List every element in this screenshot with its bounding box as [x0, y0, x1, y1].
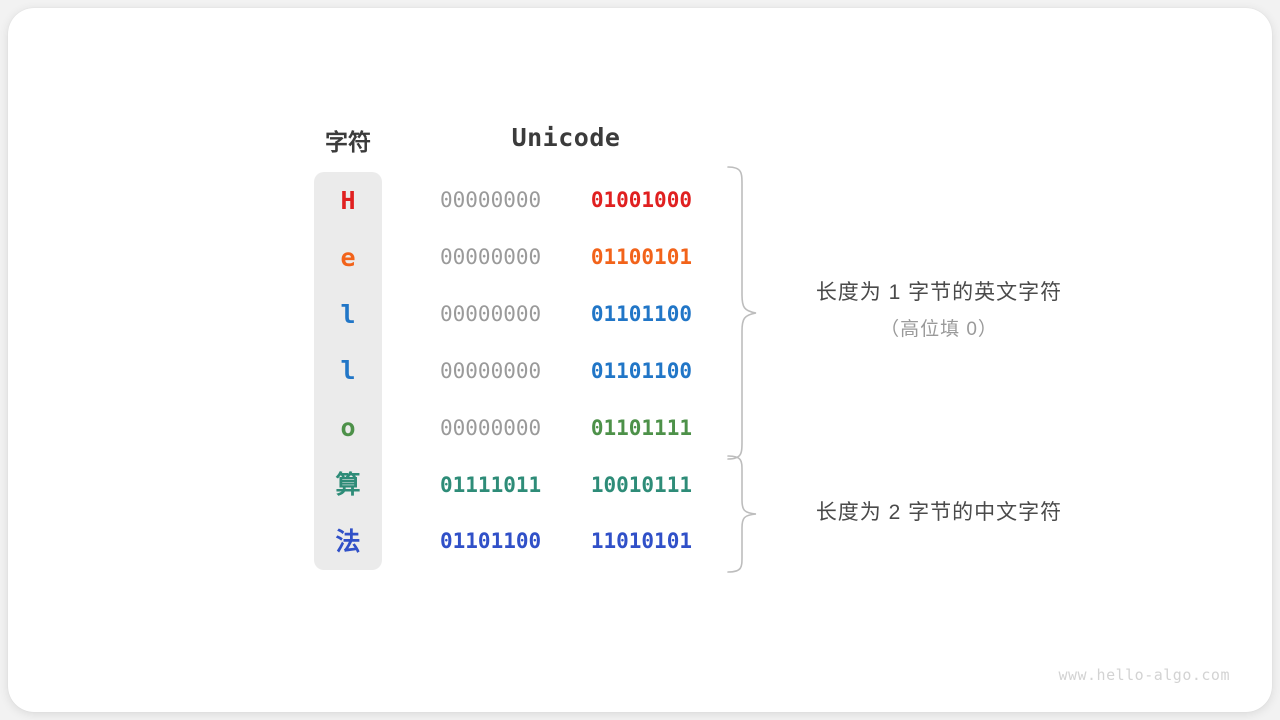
table-row: o	[314, 399, 734, 456]
annotation-two-byte: 长度为 2 字节的中文字符	[764, 496, 1114, 526]
low-byte: 01101100	[590, 358, 692, 383]
unicode-row: 01101100 11010101	[440, 513, 692, 570]
table-row: 法	[314, 513, 734, 570]
annotation-two-byte-main: 长度为 2 字节的中文字符	[815, 501, 1063, 524]
unicode-row: 00000000 01100101	[440, 229, 692, 286]
unicode-row: 00000000 01101100	[440, 286, 692, 343]
column-header-unicode: Unicode	[511, 123, 621, 152]
low-byte: 01100101	[590, 245, 692, 270]
character-glyph: e	[340, 242, 356, 272]
high-byte: 00000000	[440, 302, 542, 327]
high-byte: 01101100	[440, 529, 542, 554]
high-byte: 00000000	[440, 188, 542, 213]
watermark: www.hello-algo.com	[1058, 666, 1230, 684]
character-column-background	[314, 172, 382, 570]
character-glyph: l	[340, 356, 356, 386]
table-row: H	[314, 172, 734, 229]
character-glyph: H	[340, 185, 356, 215]
character-glyph: 算	[335, 470, 361, 500]
character-glyph: l	[340, 299, 356, 329]
annotation-one-byte-sub: （高位填 0）	[880, 319, 998, 340]
table-row: 算	[314, 456, 734, 513]
high-byte: 00000000	[440, 415, 542, 440]
annotation-one-byte-main: 长度为 1 字节的英文字符	[815, 281, 1063, 304]
unicode-column: 00000000 01001000 00000000 01100101 0000…	[440, 172, 692, 570]
low-byte: 01001000	[590, 188, 692, 213]
table-row: l	[314, 343, 734, 400]
table-row: l	[314, 286, 734, 343]
low-byte: 01101111	[590, 415, 692, 440]
annotation-one-byte: 长度为 1 字节的英文字符 （高位填 0）	[764, 276, 1114, 341]
brace-two-byte	[727, 455, 757, 573]
unicode-row: 00000000 01001000	[440, 172, 692, 229]
unicode-row: 01111011 10010111	[440, 456, 692, 513]
column-header-char: 字符	[325, 129, 371, 155]
brace-one-byte	[727, 166, 757, 460]
character-glyph: o	[340, 413, 356, 443]
unicode-row: 00000000 01101111	[440, 399, 692, 456]
unicode-row: 00000000 01101100	[440, 343, 692, 400]
figure-card: 字符 Unicode H e l l o 算 法	[8, 8, 1272, 712]
high-byte: 00000000	[440, 358, 542, 383]
character-glyph: 法	[335, 526, 361, 556]
low-byte: 11010101	[590, 529, 692, 554]
low-byte: 01101100	[590, 302, 692, 327]
high-byte: 00000000	[440, 245, 542, 270]
table-row: e	[314, 229, 734, 286]
low-byte: 10010111	[590, 472, 692, 497]
high-byte: 01111011	[440, 472, 542, 497]
character-column: H e l l o 算 法	[314, 172, 734, 570]
